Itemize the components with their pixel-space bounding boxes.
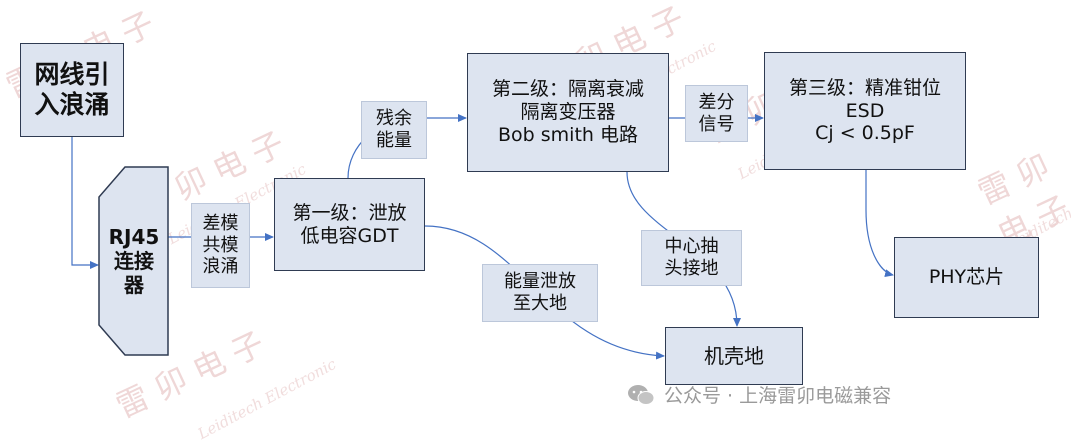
- node-rj45-line2: 连接: [114, 249, 154, 273]
- edge-surge-to-rj45: [71, 137, 99, 269]
- node-stage3-line2: ESD: [845, 99, 885, 122]
- node-rj45: RJ45 连接 器: [99, 167, 169, 355]
- edge-label-energy-release-line2: 至大地: [513, 293, 567, 314]
- node-phy-chip: PHY芯片: [894, 237, 1039, 318]
- node-stage1-line2: 低电容GDT: [300, 224, 399, 247]
- wechat-watermark-text: 公众号 · 上海雷卯电磁兼容: [664, 385, 892, 407]
- node-stage1-line1: 第一级：泄放: [292, 201, 407, 224]
- edge-stage3-to-phy: [865, 170, 894, 278]
- node-surge-input: 网线引 入浪涌: [20, 43, 124, 137]
- node-phy-chip-label: PHY芯片: [928, 266, 1005, 289]
- edge-label-residual-energy-line1: 残余: [376, 108, 412, 130]
- node-chassis-ground-label: 机壳地: [704, 344, 764, 368]
- edge-label-center-tap-ground-line1: 中心抽: [664, 236, 719, 258]
- node-stage3-line1: 第三级：精准钳位: [788, 76, 941, 99]
- edge-label-diff-signal-line2: 信号: [698, 113, 735, 135]
- node-chassis-ground: 机壳地: [665, 327, 803, 385]
- wechat-watermark: 公众号 · 上海雷卯电磁兼容: [626, 381, 891, 408]
- node-stage2-line3: Bob smith 电路: [498, 123, 638, 146]
- edge-label-diff-common-surge-line1: 差模: [202, 213, 239, 235]
- edge-label-diff-common-surge-line2: 共模: [202, 234, 239, 256]
- edge-label-residual-energy-line2: 能量: [376, 130, 412, 151]
- edge-label-diff-common-surge: 差模 共模 浪涌: [191, 203, 250, 288]
- node-stage3: 第三级：精准钳位 ESD Cj < 0.5pF: [764, 52, 966, 170]
- edge-label-diff-signal: 差分 信号: [685, 85, 748, 142]
- node-stage2-line1: 第二级：隔离衰减: [491, 78, 644, 101]
- edge-label-diff-common-surge-line3: 浪涌: [202, 256, 239, 278]
- wechat-icon: [628, 384, 655, 405]
- node-rj45-line3: 器: [124, 273, 144, 297]
- node-rj45-line1: RJ45: [108, 225, 160, 249]
- node-stage2: 第二级：隔离衰减 隔离变压器 Bob smith 电路: [467, 53, 669, 172]
- edge-label-energy-release-line1: 能量泄放: [504, 271, 576, 293]
- edge-label-energy-release: 能量泄放 至大地: [482, 264, 598, 322]
- edge-label-center-tap-ground-line2: 头接地: [664, 258, 719, 279]
- edge-label-center-tap-ground: 中心抽 头接地: [641, 230, 742, 286]
- node-surge-input-line1: 网线引: [34, 60, 110, 89]
- node-surge-input-line2: 入浪涌: [34, 90, 110, 119]
- node-stage1: 第一级：泄放 低电容GDT: [274, 178, 425, 271]
- node-stage3-line3: Cj < 0.5pF: [815, 122, 915, 145]
- node-stage2-line2: 隔离变压器: [520, 101, 616, 124]
- rj45-connector-shape: [98, 166, 169, 356]
- edge-label-diff-signal-line1: 差分: [698, 91, 735, 113]
- edge-label-residual-energy: 残余 能量: [361, 101, 427, 159]
